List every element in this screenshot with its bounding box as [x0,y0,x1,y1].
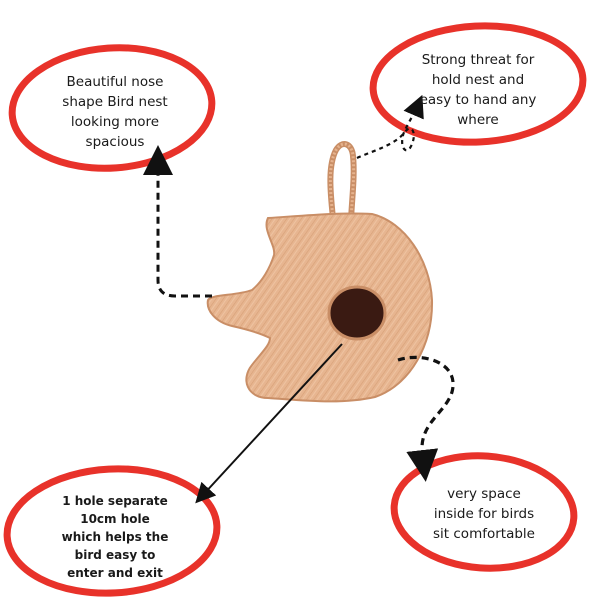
callout-text-bottom-right: very space inside for birds sit comforta… [433,486,535,542]
callout-ellipse-bottom-right [390,452,578,572]
dashed-arrow-top-right [356,94,424,160]
nest-entrance-hole [329,287,385,339]
callout-ellipse-top-right [369,22,587,146]
callout-text-bottom-left: 1 hole separate 10cm hole which helps th… [61,494,169,580]
coir-bird-nest-icon [206,212,434,403]
dashed-arrow-bottom-right [397,355,455,482]
callout-text-top-right: Strong threat for hold nest and easy to … [419,52,537,128]
solid-arrow-bottom-left [195,343,343,504]
dashed-arrow-top-left [143,145,212,298]
callout-text-top-left: Beautiful nose shape Bird nest looking m… [62,74,168,150]
callout-ellipse-bottom-left [3,465,221,597]
callout-ellipse-top-left [8,44,216,172]
